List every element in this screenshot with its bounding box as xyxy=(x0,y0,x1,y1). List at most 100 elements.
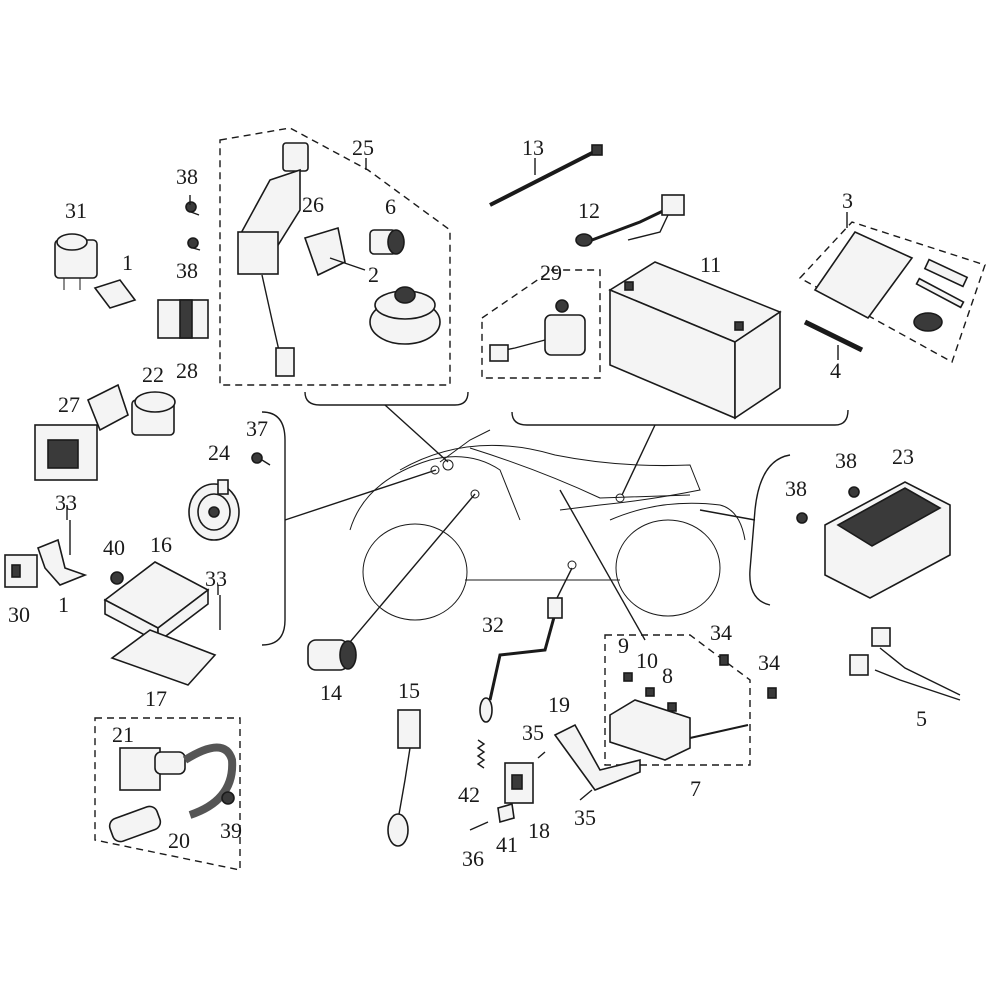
part-2-fuel-cap xyxy=(369,286,441,345)
label-p15: 15 xyxy=(398,678,420,703)
label-p19: 19 xyxy=(548,692,570,717)
label-p23: 23 xyxy=(892,444,914,469)
label-p35b: 35 xyxy=(574,805,596,830)
label-p3: 3 xyxy=(842,188,853,213)
node-c xyxy=(470,489,480,499)
label-p33b: 33 xyxy=(205,566,227,591)
part-34-a xyxy=(719,654,729,666)
part-27-regulator xyxy=(34,383,129,481)
handlebar xyxy=(439,429,491,463)
label-p20: 20 xyxy=(168,828,190,853)
label-p32: 32 xyxy=(482,612,504,637)
part-37-screw xyxy=(251,452,271,466)
part-25-switch-assembly xyxy=(237,142,309,377)
label-p37: 37 xyxy=(246,416,268,441)
label-p5: 5 xyxy=(916,706,927,731)
label-p4: 4 xyxy=(830,358,841,383)
part-8 xyxy=(667,702,677,712)
label-p1b: 1 xyxy=(58,592,69,617)
label-p8: 8 xyxy=(662,663,673,688)
label-p12: 12 xyxy=(578,198,600,223)
part-31-relay xyxy=(54,233,98,290)
label-ticks xyxy=(66,158,848,595)
atv-silhouette xyxy=(349,429,746,621)
part-10 xyxy=(645,687,655,697)
label-p33a: 33 xyxy=(55,490,77,515)
label-p25: 25 xyxy=(352,135,374,160)
part-1-bracket xyxy=(93,279,137,309)
part-30-connector xyxy=(4,554,38,588)
label-p34a: 34 xyxy=(710,620,732,645)
rear-wheel xyxy=(615,519,721,617)
frame-top xyxy=(399,444,701,511)
part-14-starter xyxy=(307,639,357,671)
label-p27: 27 xyxy=(58,392,80,417)
part-41-clip xyxy=(497,802,515,824)
part-26-rod xyxy=(329,257,366,271)
part-5-harness xyxy=(849,627,961,701)
part-labels: 31 1 38 38 28 25 26 6 2 13 12 29 11 3 4 … xyxy=(8,135,927,871)
part-34-b xyxy=(767,687,777,699)
group-box-20 xyxy=(94,717,241,871)
leader-lines xyxy=(284,404,756,649)
bracket-11 xyxy=(511,409,849,426)
label-p38d: 38 xyxy=(785,476,807,501)
label-p39: 39 xyxy=(220,818,242,843)
group-box-7 xyxy=(604,634,751,766)
label-p14: 14 xyxy=(320,680,342,705)
label-p1a: 1 xyxy=(122,250,133,275)
part-35-screw-a xyxy=(537,751,546,759)
node-d xyxy=(567,560,577,570)
node-b xyxy=(430,465,440,475)
part-38-screws-right xyxy=(796,486,860,524)
front-wheel xyxy=(362,523,468,621)
part-12-cable xyxy=(575,194,685,247)
bracket-right xyxy=(749,454,791,606)
group-box-3 xyxy=(798,221,986,364)
front-fender xyxy=(349,456,521,531)
part-11-battery xyxy=(608,261,782,420)
part-4-tube xyxy=(803,319,864,353)
label-p10: 10 xyxy=(636,648,658,673)
part-28-relay xyxy=(157,299,209,339)
label-p22: 22 xyxy=(142,362,164,387)
label-p11: 11 xyxy=(700,252,721,277)
label-p13: 13 xyxy=(522,135,544,160)
part-42-spring xyxy=(476,739,486,769)
label-p40: 40 xyxy=(103,535,125,560)
part-19-bracket xyxy=(553,723,641,791)
group-box-29 xyxy=(481,269,601,379)
part-21-coil xyxy=(119,747,186,791)
label-p2: 2 xyxy=(368,262,379,287)
part-20-plug-cap xyxy=(108,743,237,843)
label-p42: 42 xyxy=(458,782,480,807)
part-6-key-cylinder xyxy=(369,229,405,255)
part-39-screw xyxy=(221,791,235,805)
part-15-sensor xyxy=(387,709,421,847)
node-e xyxy=(615,493,625,503)
part-35-screw-b xyxy=(579,789,593,801)
part-24-horn xyxy=(188,479,240,541)
label-p35a: 35 xyxy=(522,720,544,745)
label-p7: 7 xyxy=(690,776,701,801)
label-p17: 17 xyxy=(145,686,167,711)
label-p38c: 38 xyxy=(835,448,857,473)
part-1-bracket-lower xyxy=(36,538,88,586)
part-7-ignition-coil xyxy=(609,699,749,761)
part-36-screw xyxy=(469,821,489,831)
label-p9: 9 xyxy=(618,633,629,658)
label-p18: 18 xyxy=(528,818,550,843)
part-26-plate xyxy=(303,226,346,277)
label-p26: 26 xyxy=(302,192,324,217)
part-38-screws xyxy=(185,201,201,251)
label-p38a: 38 xyxy=(176,164,198,189)
label-p16: 16 xyxy=(150,532,172,557)
label-p31: 31 xyxy=(65,198,87,223)
part-9 xyxy=(623,672,633,682)
bracket-left xyxy=(261,411,286,646)
label-p6: 6 xyxy=(385,194,396,219)
fuel-line xyxy=(469,447,691,499)
node-a xyxy=(442,459,454,471)
part-13-cable xyxy=(489,144,603,207)
